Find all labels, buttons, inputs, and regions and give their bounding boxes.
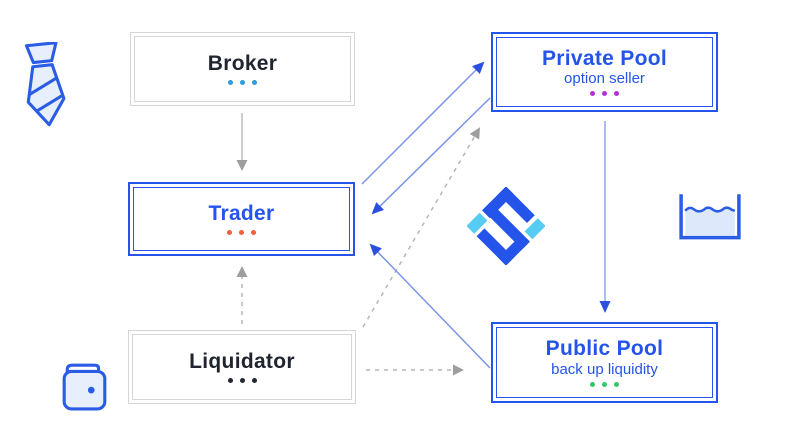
trader-label: Trader (208, 201, 275, 225)
wallet-icon (62, 363, 107, 411)
broker-dots (228, 80, 257, 86)
liquidity-pool-icon (679, 194, 741, 240)
arrow-trader-to-private-pool (361, 61, 485, 185)
node-public-pool: Public Pool back up liquidity (491, 322, 718, 403)
broker-label: Broker (207, 51, 278, 75)
public-pool-sublabel: back up liquidity (551, 360, 658, 378)
node-liquidator: Liquidator (128, 330, 356, 404)
node-trader: Trader (128, 182, 355, 256)
private-pool-label: Private Pool (542, 46, 667, 70)
node-private-pool: Private Pool option seller (491, 32, 718, 112)
liquidator-label: Liquidator (189, 349, 295, 373)
arrow-liquidator-to-private-pool (362, 127, 481, 328)
arrow-private-pool-to-trader (371, 97, 491, 215)
trader-dots (227, 230, 256, 236)
node-broker: Broker (130, 32, 355, 106)
liquidator-dots (227, 378, 257, 384)
arrow-public-pool-to-trader (369, 243, 491, 369)
tie-icon (24, 42, 67, 127)
private-pool-dots (590, 91, 619, 97)
siren-logo (467, 187, 545, 265)
private-pool-sublabel: option seller (564, 70, 645, 88)
public-pool-dots (590, 381, 619, 387)
public-pool-label: Public Pool (545, 337, 664, 361)
